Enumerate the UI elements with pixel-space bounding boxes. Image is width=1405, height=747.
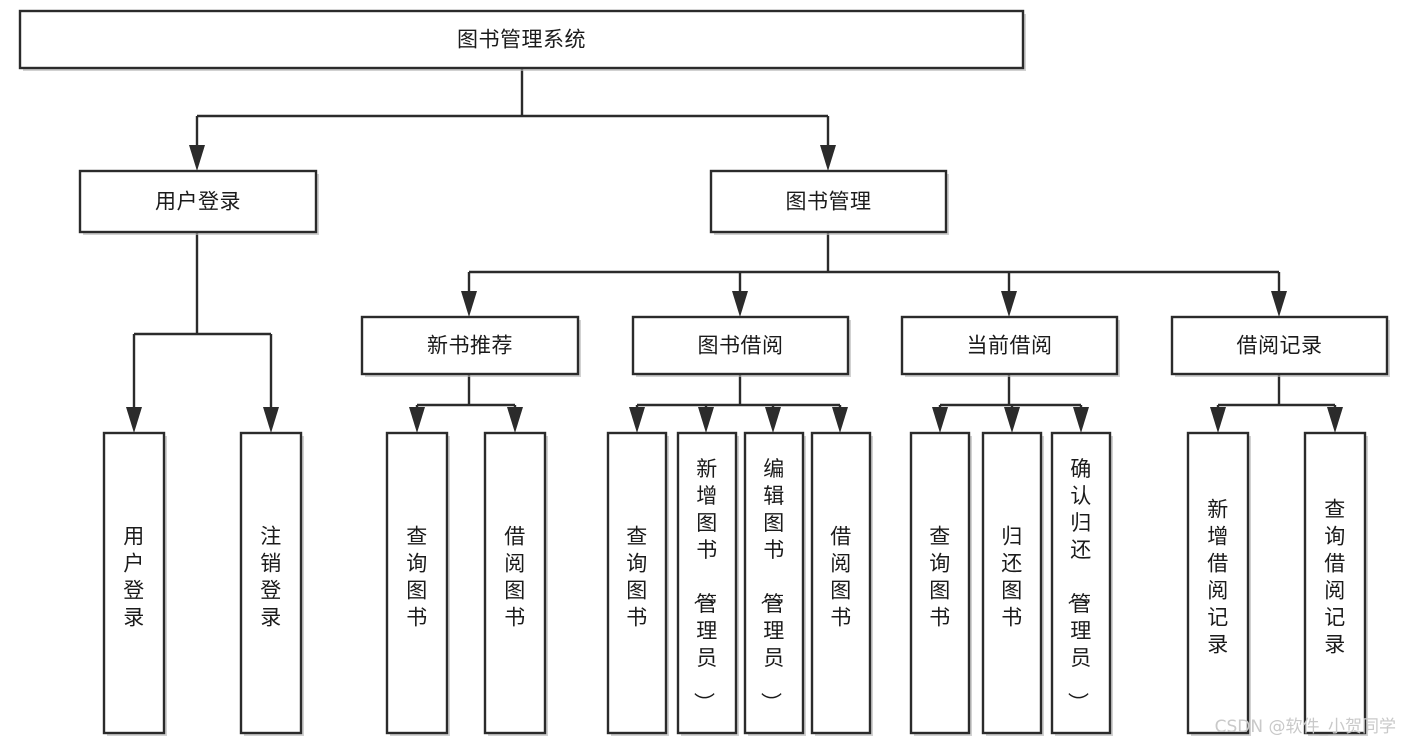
node-label: 用户登录 <box>123 525 145 630</box>
node-label: 新增图书（管理员） <box>691 457 718 714</box>
connector-arrowhead-icon <box>1271 291 1287 317</box>
node-box[interactable] <box>900 315 1119 376</box>
node-label: 新书推荐 <box>427 334 513 358</box>
connector-arrowhead-icon <box>1004 407 1020 433</box>
node-label: 借阅记录 <box>1237 334 1323 358</box>
node-box[interactable] <box>385 431 449 735</box>
node-label: 图书管理 <box>786 190 872 214</box>
connector-book-management-to-level3 <box>461 232 1287 317</box>
node-box[interactable] <box>1186 431 1250 735</box>
node-box[interactable] <box>102 431 166 735</box>
node-leaf-confirm-return-admin[interactable]: 确认归还（管理员） <box>1050 431 1113 736</box>
connector-book-borrow-to-leaves <box>629 374 848 433</box>
connector-new-book-to-leaves <box>409 374 523 433</box>
node-leaf-logout[interactable]: 注销登录 <box>239 431 304 736</box>
node-box[interactable] <box>360 315 580 376</box>
node-label: 借阅图书 <box>504 525 526 630</box>
node-leaf-query-book-borrow[interactable]: 查询图书 <box>606 431 669 736</box>
connector-current-borrow-to-leaves <box>932 374 1089 433</box>
node-box[interactable] <box>78 169 318 234</box>
node-box[interactable] <box>810 431 872 735</box>
node-label: 归还图书 <box>1001 525 1023 630</box>
csdn-watermark: CSDN @软件_小贺同学 <box>1215 717 1396 737</box>
connector-arrowhead-icon <box>932 407 948 433</box>
connector-arrowhead-icon <box>263 407 279 433</box>
connector-arrowhead-icon <box>409 407 425 433</box>
node-box[interactable] <box>606 431 668 735</box>
node-box[interactable] <box>1170 315 1389 376</box>
node-label: 图书借阅 <box>698 334 784 358</box>
connector-arrowhead-icon <box>1001 291 1017 317</box>
node-leaf-return-book[interactable]: 归还图书 <box>981 431 1044 736</box>
node-label: 查询图书 <box>626 525 648 630</box>
node-box[interactable] <box>743 431 805 735</box>
node-leaf-query-book-current[interactable]: 查询图书 <box>909 431 972 736</box>
node-box[interactable] <box>909 431 971 735</box>
node-box[interactable] <box>709 169 948 234</box>
node-box[interactable] <box>676 431 738 735</box>
node-user-login[interactable]: 用户登录 <box>78 169 319 235</box>
connector-arrowhead-icon <box>732 291 748 317</box>
connector-arrowhead-icon <box>698 407 714 433</box>
connector-arrowhead-icon <box>461 291 477 317</box>
node-leaf-user-login[interactable]: 用户登录 <box>102 431 167 736</box>
node-box[interactable] <box>631 315 850 376</box>
connector-arrowhead-icon <box>832 407 848 433</box>
node-box[interactable] <box>1303 431 1367 735</box>
connector-arrowhead-icon <box>1210 407 1226 433</box>
node-borrow-record[interactable]: 借阅记录 <box>1170 315 1390 377</box>
node-book-management[interactable]: 图书管理 <box>709 169 949 235</box>
connector-borrow-record-to-leaves <box>1210 374 1343 433</box>
node-leaf-query-borrow-record[interactable]: 查询借阅记录 <box>1303 431 1368 736</box>
node-label: 查询借阅记录 <box>1324 498 1346 657</box>
connector-arrowhead-icon <box>629 407 645 433</box>
node-label: 编辑图书（管理员） <box>758 457 785 714</box>
connector-arrowhead-icon <box>820 145 836 171</box>
node-book-borrow[interactable]: 图书借阅 <box>631 315 851 377</box>
node-label: 查询图书 <box>406 525 428 630</box>
connector-arrowhead-icon <box>126 407 142 433</box>
node-label: 用户登录 <box>155 190 241 214</box>
connector-arrowhead-icon <box>189 145 205 171</box>
node-label: 当前借阅 <box>967 334 1053 358</box>
connector-arrowhead-icon <box>1327 407 1343 433</box>
node-new-book-recommend[interactable]: 新书推荐 <box>360 315 581 377</box>
connector-layer <box>126 68 1343 433</box>
node-leaf-borrow-book-new[interactable]: 借阅图书 <box>483 431 548 736</box>
node-label: 确认归还（管理员） <box>1065 457 1092 714</box>
node-leaf-add-borrow-record[interactable]: 新增借阅记录 <box>1186 431 1251 736</box>
connector-root-to-level2 <box>189 68 836 171</box>
node-label: 新增借阅记录 <box>1207 498 1229 657</box>
connector-arrowhead-icon <box>765 407 781 433</box>
node-leaf-query-book-new[interactable]: 查询图书 <box>385 431 450 736</box>
node-box[interactable] <box>239 431 303 735</box>
node-box[interactable] <box>981 431 1043 735</box>
node-box[interactable] <box>18 9 1025 70</box>
node-label: 查询图书 <box>929 525 951 630</box>
node-label: 借阅图书 <box>830 525 852 630</box>
connector-arrowhead-icon <box>507 407 523 433</box>
connector-user-login-to-leaves <box>126 232 279 433</box>
node-leaf-add-book-admin[interactable]: 新增图书（管理员） <box>676 431 739 736</box>
node-box[interactable] <box>1050 431 1112 735</box>
node-box[interactable] <box>483 431 547 735</box>
node-root-图书管理系统[interactable]: 图书管理系统 <box>18 9 1026 71</box>
node-label: 图书管理系统 <box>457 28 586 52</box>
node-label: 注销登录 <box>260 525 282 630</box>
connector-arrowhead-icon <box>1073 407 1089 433</box>
node-layer: 图书管理系统用户登录图书管理新书推荐图书借阅当前借阅借阅记录用户登录注销登录查询… <box>18 9 1390 736</box>
node-current-borrow[interactable]: 当前借阅 <box>900 315 1120 377</box>
node-leaf-borrow-book[interactable]: 借阅图书 <box>810 431 873 736</box>
node-leaf-edit-book-admin[interactable]: 编辑图书（管理员） <box>743 431 806 736</box>
